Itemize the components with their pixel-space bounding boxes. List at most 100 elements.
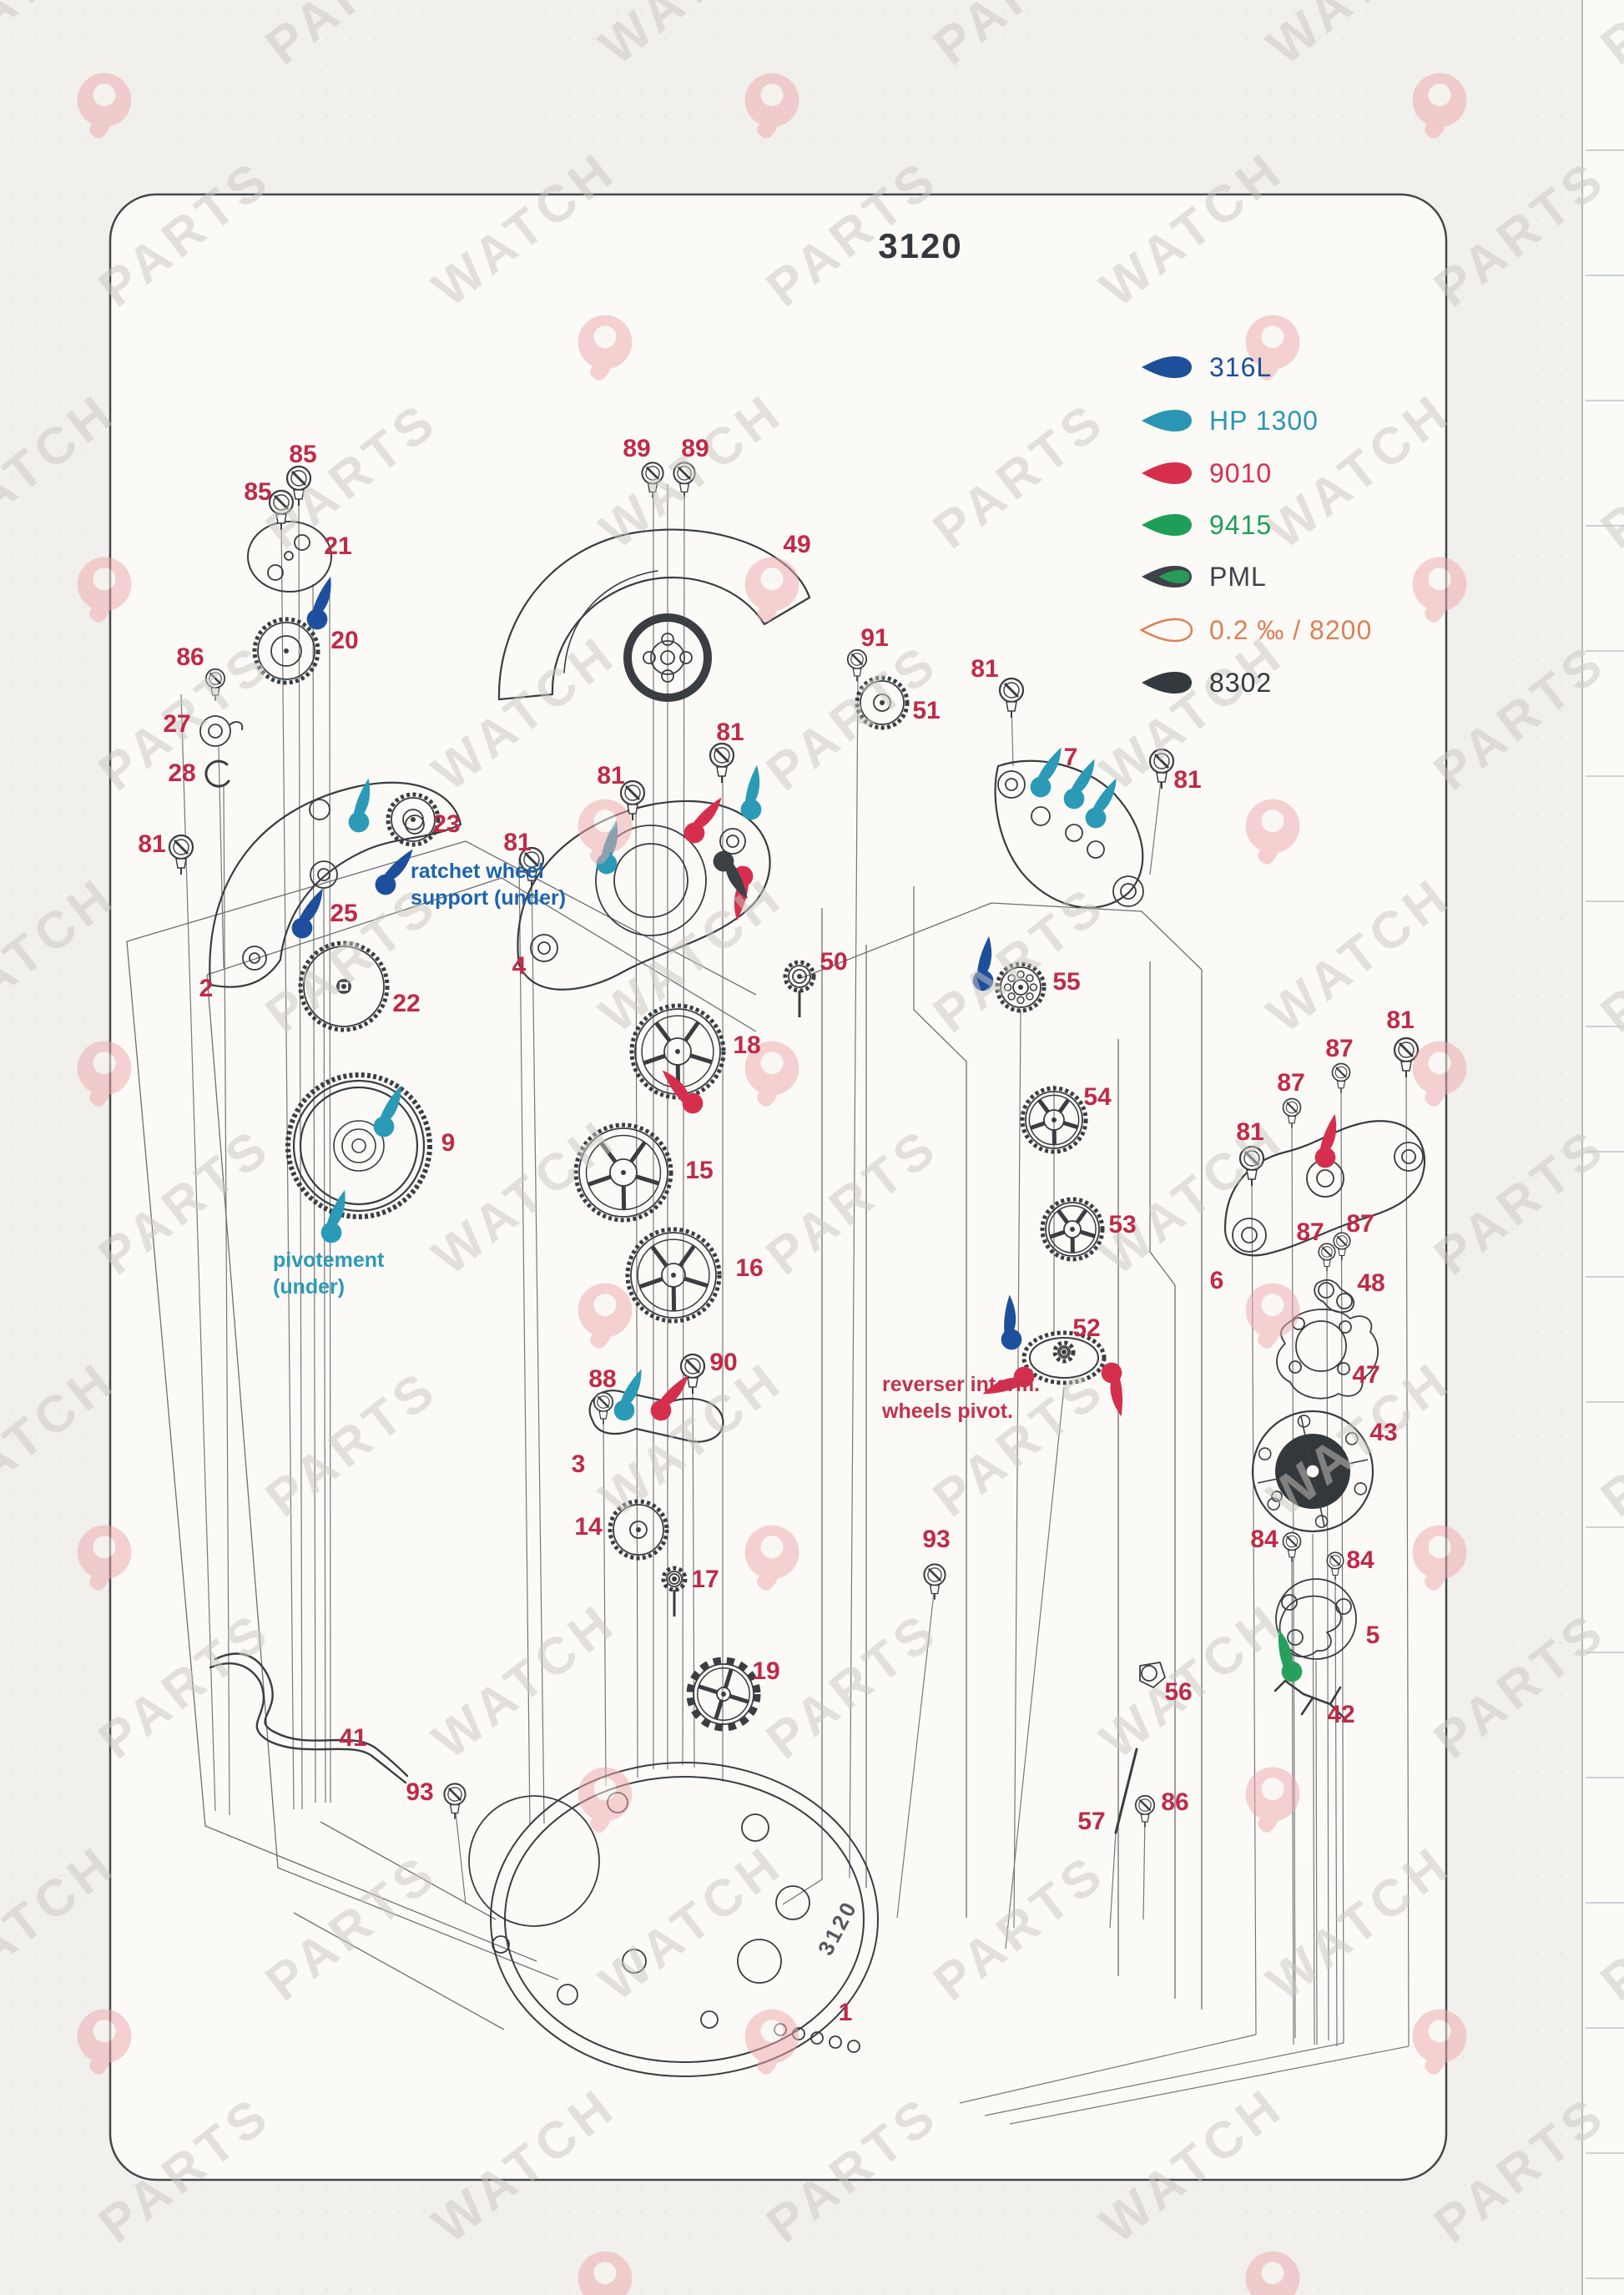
screw-glyph <box>1282 1097 1302 1128</box>
part-number-label: 18 <box>733 1031 761 1059</box>
lubricant-drop <box>373 1085 401 1137</box>
screw-glyph <box>998 677 1025 718</box>
part-number-label: 49 <box>783 531 811 558</box>
part-number-label: 89 <box>681 435 709 462</box>
watermark-logo-icon <box>744 1525 799 1591</box>
part-number-label: 84 <box>1346 1546 1374 1574</box>
lubricant-drop <box>662 1070 704 1114</box>
legend-label-8200: 0.2 ‰ / 8200 <box>1209 614 1373 645</box>
screw-glyph <box>1331 1062 1351 1093</box>
screw-glyph <box>619 779 646 820</box>
lubricant-drop <box>375 849 413 895</box>
screw-glyph <box>846 648 868 682</box>
part-number-label: 25 <box>330 900 358 927</box>
part-number-label: 53 <box>1108 1211 1137 1238</box>
watermark-text: WATCH <box>0 1834 127 2012</box>
lubricant-drop <box>613 1369 642 1421</box>
legend-item-8302: 8302 <box>1137 668 1272 698</box>
watermark-logo-icon <box>577 1283 633 1349</box>
part-number-label: 5 <box>1365 1622 1380 1649</box>
lubricant-drop <box>306 576 331 630</box>
part-number-label: 87 <box>1346 1210 1374 1238</box>
8200-drop-icon <box>1139 618 1193 643</box>
part-number-label: 22 <box>392 990 421 1017</box>
screw-glyph <box>593 1391 614 1425</box>
watermark-text: PARTS <box>923 0 1117 76</box>
screw-glyph <box>285 465 312 506</box>
part-number-label: 81 <box>716 719 744 746</box>
legend-item-316l: 316L <box>1137 352 1272 382</box>
lubricant-drop <box>1030 747 1062 798</box>
part-number-label: 91 <box>860 624 889 652</box>
lubricant-drop <box>683 797 722 844</box>
watermark-logo-icon <box>1412 2009 1467 2075</box>
part-number-label: 57 <box>1077 1808 1106 1835</box>
watermark-logo-icon <box>77 557 132 623</box>
part-number-label: 89 <box>623 435 651 462</box>
legend-item-pml: PML <box>1137 562 1267 592</box>
screw-glyph <box>679 1353 706 1394</box>
316l-drop-icon <box>1142 356 1192 378</box>
watermark-logo-icon <box>577 315 633 381</box>
legend-label-8302: 8302 <box>1209 667 1273 698</box>
diagram-annotation: ratchet wheel support (under) <box>411 860 567 910</box>
watermark-logo-icon <box>1412 73 1467 139</box>
watermark-logo-icon <box>77 1041 132 1107</box>
watermark-logo-icon <box>1245 1283 1300 1349</box>
screw-glyph <box>1326 1551 1344 1581</box>
part-number-label: 55 <box>1052 968 1081 996</box>
part-number-label: 81 <box>503 829 532 856</box>
part-number-label: 4 <box>512 952 527 980</box>
part-number-label: 42 <box>1327 1701 1355 1728</box>
part-number-label: 7 <box>1063 744 1078 771</box>
lubricant-drop <box>1314 1113 1337 1168</box>
part-number-label: 3 <box>571 1450 586 1478</box>
part-number-label: 81 <box>1173 766 1202 794</box>
watermark-logo-icon <box>1412 557 1467 623</box>
screw-glyph <box>709 742 735 783</box>
watermark-logo-icon <box>1412 1041 1467 1107</box>
part-number-label: 21 <box>324 532 352 560</box>
screw-glyph <box>641 462 664 498</box>
lubricant-drop <box>1063 759 1095 810</box>
part-number-label: 85 <box>244 478 272 506</box>
part-number-label: 41 <box>339 1724 367 1752</box>
lubricant-drop <box>972 936 994 991</box>
watermark-text: WATCH <box>0 1350 127 1528</box>
calibre-title: 3120 <box>878 226 963 265</box>
legend-item-9010: 9010 <box>1137 458 1272 488</box>
part-number-label: 81 <box>1236 1118 1264 1146</box>
lubricant-drop <box>1101 1362 1122 1417</box>
watermark-logo-icon <box>1245 1767 1300 1833</box>
legend-label-316l: 316L <box>1209 351 1273 382</box>
part-number-label: 23 <box>432 810 461 838</box>
lubricant-drop <box>291 888 323 939</box>
part-number-label: 14 <box>574 1513 603 1541</box>
watermark-logo-icon <box>77 73 132 139</box>
part-number-label: 88 <box>588 1365 617 1393</box>
9415-drop-icon <box>1142 514 1192 536</box>
part-number-label: 87 <box>1325 1035 1354 1062</box>
watermark-logo-icon <box>744 557 799 623</box>
lubricant-drop <box>982 1366 1035 1395</box>
lubricant-drop <box>740 764 762 820</box>
part-number-label: 85 <box>289 441 317 468</box>
part-number-label: 9 <box>441 1129 456 1157</box>
screw-glyph <box>168 834 194 875</box>
part-number-label: 1 <box>838 1999 853 2026</box>
legend-item-hp-1300: HP 1300 <box>1137 406 1319 436</box>
screw-glyph <box>443 1783 467 1819</box>
screw-glyph <box>268 489 295 530</box>
watermark-logo-icon <box>744 2009 799 2075</box>
part-number-label: 81 <box>597 762 625 789</box>
pml-drop-icon <box>1142 566 1192 588</box>
screw-glyph <box>1318 1243 1336 1272</box>
9010-drop-icon <box>1142 462 1192 484</box>
legend-label-9415: 9415 <box>1209 509 1273 540</box>
part-number-label: 20 <box>330 627 359 654</box>
part-number-label: 17 <box>691 1566 719 1593</box>
screw-glyph <box>1134 1794 1156 1828</box>
part-number-label: 90 <box>709 1349 738 1376</box>
lubricant-drop <box>320 1189 345 1243</box>
